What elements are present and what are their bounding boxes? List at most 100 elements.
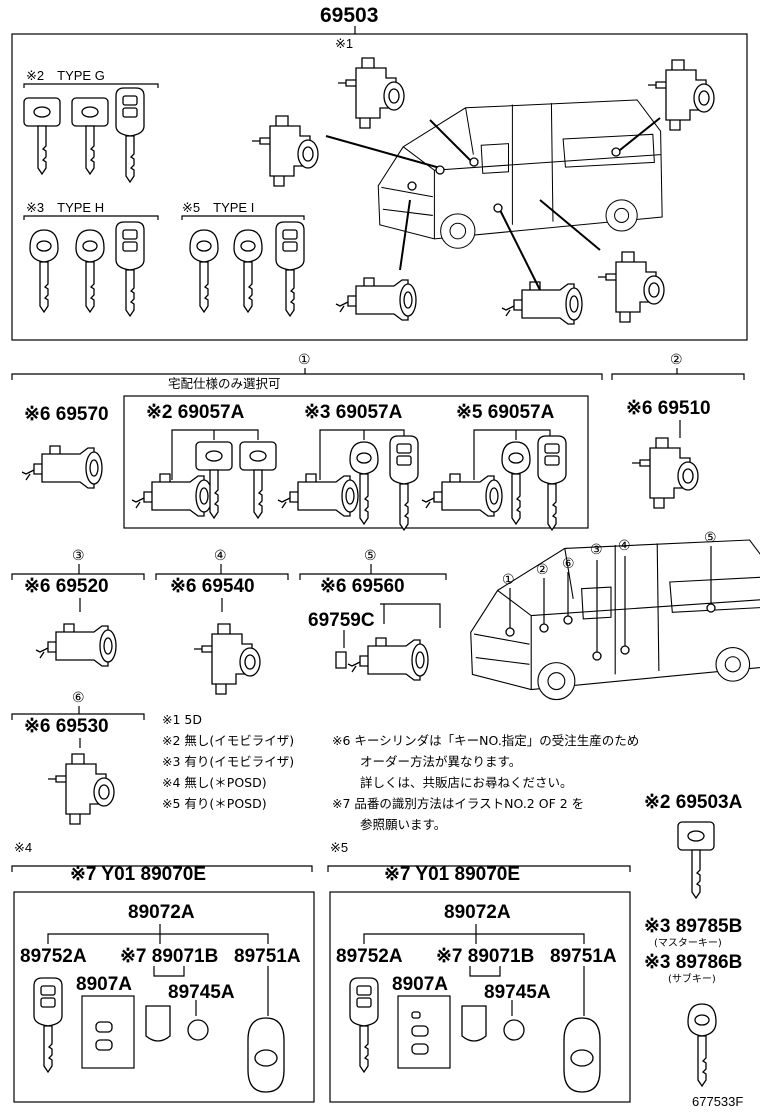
key-type-g-2 xyxy=(71,97,109,175)
group6-circle: ⑥ xyxy=(72,689,85,705)
lock-69510 xyxy=(631,437,699,509)
group3-circle: ③ xyxy=(72,547,85,563)
type-i-label: ※5 TYPE I xyxy=(182,200,254,215)
van-illustration-top xyxy=(377,99,663,249)
note-6-line1: ※6 キーシリンダは「キーNO.指定」の受注生産のため xyxy=(332,733,639,748)
van-marker-5: ⑤ xyxy=(704,529,717,545)
key-set-1-p5: 8907A xyxy=(76,974,132,995)
part-69570: ※6 69570 xyxy=(24,404,109,425)
main-part-number: 69503 xyxy=(320,4,378,27)
note-6-line2: オーダー方法が異なります。 xyxy=(360,754,521,769)
lock-back-door xyxy=(337,57,405,129)
cylinder-69057a-t2 xyxy=(131,473,213,517)
key-set-2-remote-key xyxy=(349,977,379,1073)
part-69530: ※6 69530 xyxy=(24,716,109,737)
key-set-1-p4: 89751A xyxy=(234,946,301,967)
key-set-2-tag: ※5 xyxy=(330,840,348,855)
key-set-2-transponder-box xyxy=(397,995,451,1069)
van-illustration-locations xyxy=(470,539,760,701)
part-69503a: ※2 69503A xyxy=(644,792,743,813)
type-h-label: ※3 TYPE H xyxy=(26,200,104,215)
key-set-2-p3: ※7 89071B xyxy=(436,946,534,967)
key-type-g-1 xyxy=(23,97,61,175)
cylinder-69057a-t5 xyxy=(421,473,503,517)
part-89785b-desc: (マスターキー) xyxy=(654,937,722,949)
note-7-line1: ※7 品番の識別方法はイラストNO.2 OF 2 を xyxy=(332,796,584,811)
door-cylinder-slide xyxy=(501,281,583,325)
key-set-1-battery xyxy=(187,1019,209,1041)
van-marker-2: ② xyxy=(536,561,549,577)
part-89786b-desc: (サブキー) xyxy=(668,972,716,985)
part-69540: ※6 69540 xyxy=(170,576,255,597)
part-69759c: 69759C xyxy=(308,610,375,631)
cylinder-69057a-t3 xyxy=(277,473,359,517)
key-69057a-t5-remote xyxy=(537,435,567,531)
group2-circle: ② xyxy=(670,351,683,367)
part-69560: ※6 69560 xyxy=(320,576,405,597)
key-set-2-p5: 8907A xyxy=(392,974,448,995)
key-set-2-p4: 89751A xyxy=(550,946,617,967)
key-type-i-2 xyxy=(233,229,263,313)
group1-key-set-box xyxy=(123,395,589,529)
van-marker-3: ③ xyxy=(590,541,603,557)
part-69520: ※6 69520 xyxy=(24,576,109,597)
part-69510: ※6 69510 xyxy=(626,398,711,419)
key-set-2-box xyxy=(329,891,631,1103)
key-set-1-p2: 89752A xyxy=(20,946,87,967)
key-type-h-2 xyxy=(75,229,105,313)
key-set-2-battery xyxy=(503,1019,525,1041)
type-g-label: ※2 TYPE G xyxy=(26,68,105,83)
part-69057a-t5: ※5 69057A xyxy=(456,402,555,423)
key-set-1-remote-key xyxy=(33,977,63,1073)
key-type-g-remote xyxy=(115,87,145,183)
key-set-1-box xyxy=(13,891,315,1103)
van-marker-1: ① xyxy=(502,571,515,587)
key-69057a-t2-2 xyxy=(239,441,277,519)
note-3: ※3 有り(イモビライザ) xyxy=(162,754,294,769)
key-type-h-1 xyxy=(29,229,59,313)
group1-caption: 宅配仕様のみ選択可 xyxy=(168,376,281,391)
group5-circle: ⑤ xyxy=(364,547,377,563)
van-marker-4: ④ xyxy=(618,537,631,553)
key-set-1-tag: ※4 xyxy=(14,840,32,855)
diagram-reference: 677533F xyxy=(692,1094,743,1109)
key-set-2-p1: 89072A xyxy=(444,902,511,923)
key-type-i-1 xyxy=(189,229,219,313)
lock-69530 xyxy=(47,753,115,825)
note-1: ※1 5D xyxy=(162,712,202,727)
key-type-i-remote xyxy=(275,221,305,317)
key-set-1-p6: 89745A xyxy=(168,982,235,1003)
part-69057a-t3: ※3 69057A xyxy=(304,402,403,423)
part-89785b: ※3 89785B xyxy=(644,916,742,937)
van-marker-6: ⑥ xyxy=(562,555,575,571)
note-4: ※4 無し(＊POSD) xyxy=(162,775,267,790)
group1-circle: ① xyxy=(298,351,311,367)
note-5d-marker: ※1 xyxy=(335,36,353,51)
note-7-line2: 参照願います。 xyxy=(360,817,446,832)
key-set-1-p3: ※7 89071B xyxy=(120,946,218,967)
key-set-1-transponder-box xyxy=(81,995,135,1069)
note-5: ※5 有り(＊POSD) xyxy=(162,796,267,811)
key-89786b xyxy=(687,1003,717,1087)
key-set-2-p6: 89745A xyxy=(484,982,551,1003)
part-69057a-t2: ※2 69057A xyxy=(146,402,245,423)
note-2: ※2 無し(イモビライザ) xyxy=(162,733,294,748)
part-89786b: ※3 89786B xyxy=(644,952,742,973)
key-set-1-p1: 89072A xyxy=(128,902,195,923)
group4-circle: ④ xyxy=(214,547,227,563)
key-69503a xyxy=(677,821,715,899)
key-69057a-t5-1 xyxy=(501,441,531,525)
key-set-2-p2: 89752A xyxy=(336,946,403,967)
lock-front-left xyxy=(251,115,319,187)
main-assembly-box xyxy=(11,33,748,341)
ignition-cylinder xyxy=(335,277,417,321)
key-69057a-t3-remote xyxy=(389,435,419,531)
note-6-line3: 詳しくは、共販店にお尋ねください。 xyxy=(360,775,573,790)
lock-69540 xyxy=(193,623,261,695)
key-type-h-remote xyxy=(115,221,145,317)
cylinder-69520 xyxy=(35,623,117,667)
key-set-1-number: ※7 Y01 89070E xyxy=(70,864,206,885)
lock-rear-side xyxy=(597,251,665,323)
cylinder-69570 xyxy=(21,445,103,489)
